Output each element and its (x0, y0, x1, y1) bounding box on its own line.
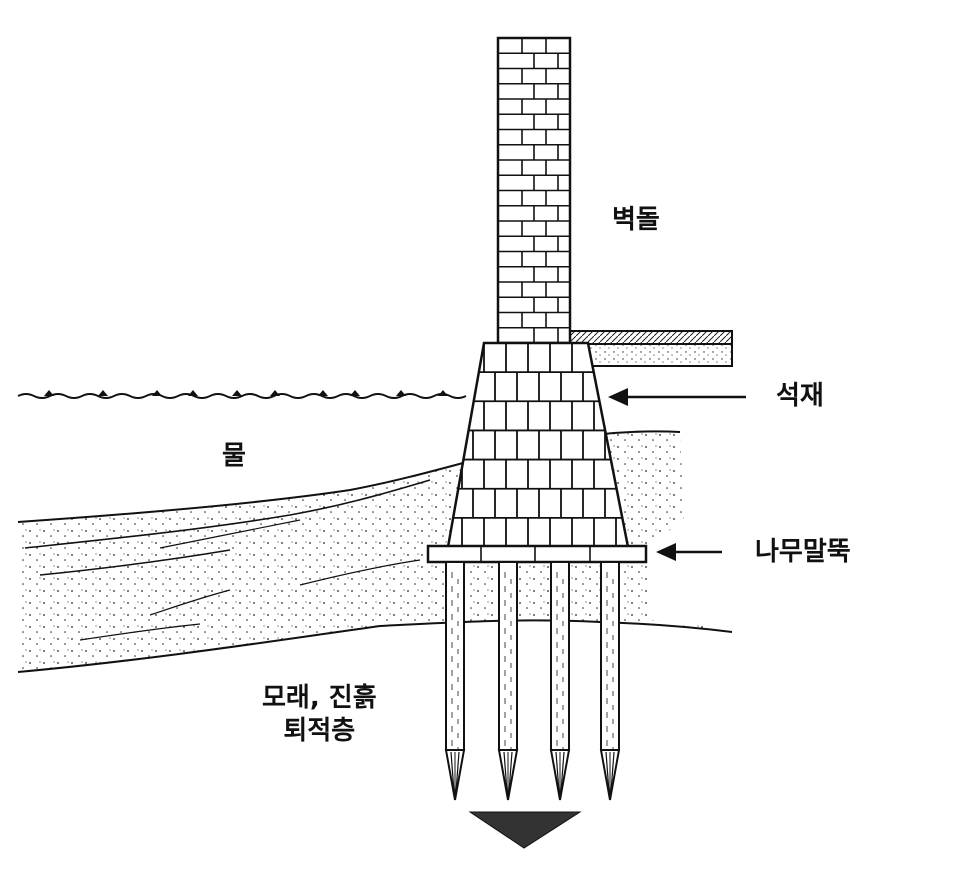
piles-pointer-arrow (656, 543, 722, 561)
sediment-stratum-line-4 (149, 589, 231, 616)
wooden-pile (599, 561, 621, 801)
sediment-stratum-line-6 (79, 623, 201, 641)
stone-pointer-arrow (608, 388, 746, 406)
sediment-stratum-line-3 (159, 519, 301, 549)
water-label: 물 (222, 441, 246, 471)
downward-arrowhead (468, 811, 582, 849)
sediment-bottom-line (17, 619, 733, 673)
wooden-piles (444, 561, 621, 801)
street-fill-layer (587, 343, 733, 367)
water-surface-caps (44, 390, 448, 396)
sediment-stratum-line-5 (299, 559, 421, 586)
sediment-stratum-line-2 (39, 549, 231, 576)
street-pavement (569, 330, 733, 345)
sediment-label-line-1: 모래, 진흙 (262, 683, 377, 713)
pile-cap-plate (426, 544, 648, 564)
wooden-pile (497, 561, 519, 801)
wooden-pile (444, 561, 466, 801)
sediment-label: 모래, 진흙 퇴적층 (262, 682, 377, 747)
sediment-label-line-2: 퇴적층 (283, 715, 356, 746)
brick-wall (496, 36, 572, 345)
wooden-pile (549, 561, 571, 801)
wooden-piles-label: 나무말뚝 (755, 537, 851, 567)
brick-label: 벽돌 (612, 205, 660, 235)
stone-label: 석재 (776, 381, 824, 411)
stone-base (446, 341, 630, 549)
sediment-stratum-line-1 (24, 479, 431, 549)
